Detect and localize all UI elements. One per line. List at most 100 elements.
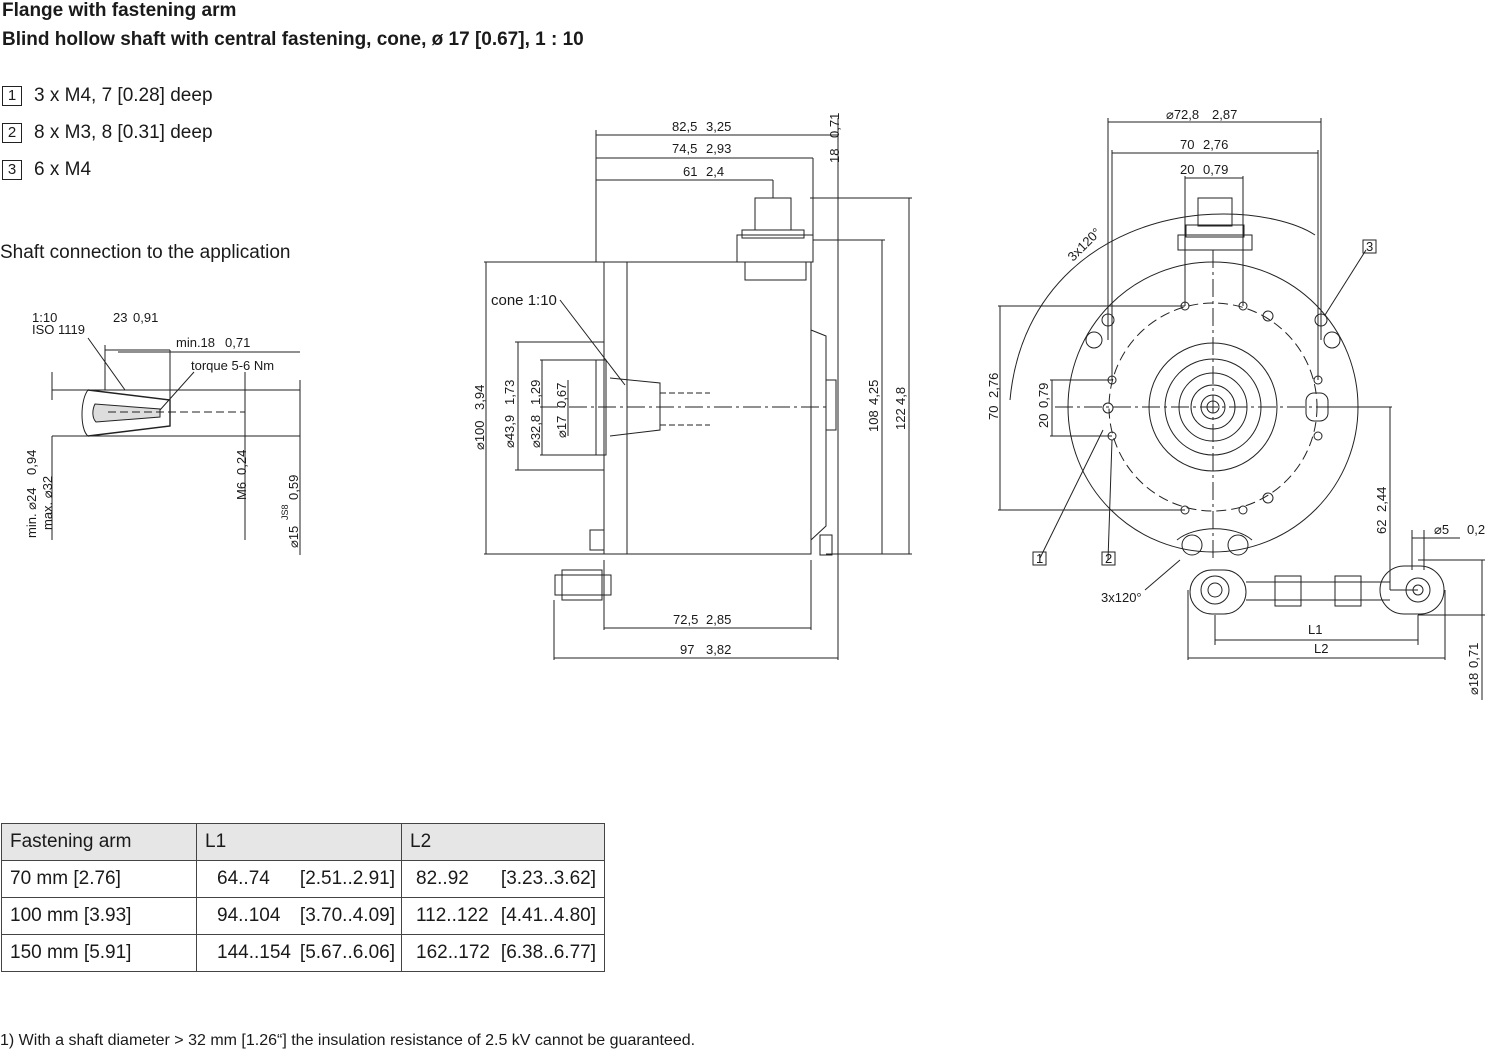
note-number: 2	[2, 123, 22, 143]
dim-d5-in: 0,2	[1467, 522, 1485, 537]
note-1: 1 3 x M4, 7 [0.28] deep	[2, 85, 213, 107]
dim-82-5-in: 3,25	[706, 119, 731, 134]
col-header-l1: L1	[196, 823, 402, 861]
l1-in: [3.70..4.09]	[299, 905, 395, 926]
dim-v20-in: 0,79	[1036, 383, 1051, 408]
note-number: 1	[2, 86, 22, 106]
table-row: 100 mm [3.93] 94..104 [3.70..4.09] 112..1…	[1, 897, 605, 935]
l2-cell: 82..92 [3.23..3.62]	[401, 860, 605, 898]
dim-d100-in: 3,94	[472, 385, 487, 410]
shaft-connection-heading: Shaft connection to the application	[0, 242, 291, 263]
l2-label: L2	[1314, 641, 1328, 656]
l2-cell: 112..122 [4.41..4.80]	[401, 897, 605, 935]
d15-in-label: 0,59	[286, 475, 301, 500]
note-number: 3	[2, 160, 22, 180]
angle-label: 3x120°	[1065, 225, 1104, 264]
dim-72-5: 72,5	[673, 612, 698, 627]
m6-in-label: 0,24	[234, 450, 249, 475]
min18-label: min.18	[176, 335, 215, 350]
cone-label: cone 1:10	[491, 292, 557, 309]
dim-d32-8-in: 1,29	[528, 380, 543, 405]
l2-cell: 162..172 [6.38..6.77]	[401, 934, 605, 972]
front-view	[998, 118, 1485, 700]
min-d24-in-label: 0,94	[24, 450, 39, 475]
len23-in-label: 0,91	[133, 310, 158, 325]
front-view-labels: ⌀72,8 2,87 70 2,76 20 0,79 3x120° 70 2,7…	[986, 107, 1485, 695]
footnote: 1) With a shaft diameter > 32 mm [1.26“]…	[0, 1032, 696, 1049]
dim-108-in: 4,25	[866, 380, 881, 405]
tag-1: 1	[1036, 551, 1043, 566]
dim-70-in: 2,76	[1203, 137, 1228, 152]
l1-mm: 64..74	[217, 868, 270, 889]
drawing-subtitle: Blind hollow shaft with central fastenin…	[2, 29, 584, 50]
arm-cell: 70 mm [2.76]	[1, 860, 197, 898]
l1-label: L1	[1308, 622, 1322, 637]
note-2: 2 8 x M3, 8 [0.31] deep	[2, 122, 213, 144]
min18-in-label: 0,71	[225, 335, 250, 350]
table-row: 70 mm [2.76] 64..74 [2.51..2.91] 82..92 [3…	[1, 860, 605, 898]
max-d32-label: max. ⌀32	[40, 476, 55, 530]
dim-82-5: 82,5	[672, 119, 697, 134]
dim-97-in: 3,82	[706, 642, 731, 657]
col-header-arm: Fastening arm	[1, 823, 197, 861]
len23-label: 23	[113, 310, 127, 325]
fastening-arm-table: Fastening arm L1 L2 70 mm [2.76] 64..74 […	[1, 823, 605, 972]
side-view	[484, 118, 912, 660]
angle2-label: 3x120°	[1101, 590, 1142, 605]
d15-label: ⌀15	[286, 526, 301, 548]
dim-18-in: 0,71	[827, 113, 842, 138]
l1-mm: 94..104	[217, 905, 281, 926]
l1-in: [2.51..2.91]	[299, 868, 395, 889]
l2-in: [4.41..4.80]	[500, 905, 596, 926]
dim-20-in: 0,79	[1203, 162, 1228, 177]
arm-cell: 100 mm [3.93]	[1, 897, 197, 935]
l1-mm: 144..154	[217, 942, 291, 963]
dim-v62: 62	[1374, 520, 1389, 534]
dim-d43-9: ⌀43,9	[502, 415, 517, 448]
dim-18: 18	[827, 149, 842, 163]
dim-122: 122	[893, 408, 908, 430]
dim-v70: 70	[986, 406, 1001, 420]
dim-v70-in: 2,76	[986, 373, 1001, 398]
tag-markers: 1 2 3	[1032, 239, 1377, 566]
table-row: 150 mm [5.91] 144..154 [5.67..6.06] 162..…	[1, 934, 605, 972]
dim-108: 108	[866, 410, 881, 432]
l2-mm: 162..172	[416, 942, 490, 963]
ratio-label: 1:10	[32, 310, 57, 325]
dim-61: 61	[683, 164, 697, 179]
shaft-detail-labels: 1:10 ISO 1119 23 0,91 min.18 0,71 torque…	[24, 310, 301, 548]
dim-d32-8: ⌀32,8	[528, 415, 543, 448]
note-3: 3 6 x M4	[2, 159, 91, 181]
tag-2: 2	[1105, 551, 1112, 566]
dim-d72-8: ⌀72,8	[1166, 107, 1199, 122]
dim-122-in: 4,8	[893, 387, 908, 405]
tag-3: 3	[1366, 239, 1373, 254]
l1-in: [5.67..6.06]	[299, 942, 395, 963]
arm-cell: 150 mm [5.91]	[1, 934, 197, 972]
l2-mm: 112..122	[416, 905, 489, 926]
dim-d72-8-in: 2,87	[1212, 107, 1237, 122]
note-text: 3 x M4, 7 [0.28] deep	[34, 85, 213, 106]
dim-d43-9-in: 1,73	[502, 380, 517, 405]
dim-20: 20	[1180, 162, 1194, 177]
note-text: 8 x M3, 8 [0.31] deep	[34, 122, 213, 143]
note-text: 6 x M4	[34, 159, 92, 180]
table-header: Fastening arm L1 L2	[1, 823, 605, 861]
dim-d17-in: 0,67	[554, 383, 569, 408]
dim-97: 97	[680, 642, 694, 657]
l2-in: [6.38..6.77]	[500, 942, 596, 963]
l1-cell: 64..74 [2.51..2.91]	[196, 860, 402, 898]
dim-d100: ⌀100	[472, 420, 487, 450]
tolerance-label: JS8	[280, 504, 290, 520]
dim-d18-in: 0,71	[1466, 643, 1481, 668]
dim-74-5: 74,5	[672, 141, 697, 156]
standard-label: ISO 1119	[32, 322, 85, 337]
dim-d18: ⌀18	[1466, 673, 1481, 695]
dim-v62-in: 2,44	[1374, 487, 1389, 512]
dim-61-in: 2,4	[706, 164, 724, 179]
dim-d5: ⌀5	[1434, 522, 1449, 537]
l2-mm: 82..92	[416, 868, 469, 889]
l2-in: [3.23..3.62]	[500, 868, 596, 889]
torque-label: torque 5-6 Nm	[191, 358, 274, 373]
technical-drawing: 1 2 3 1:10 ISO 1119 23 0,91 min.18 0,71 …	[24, 107, 1485, 700]
